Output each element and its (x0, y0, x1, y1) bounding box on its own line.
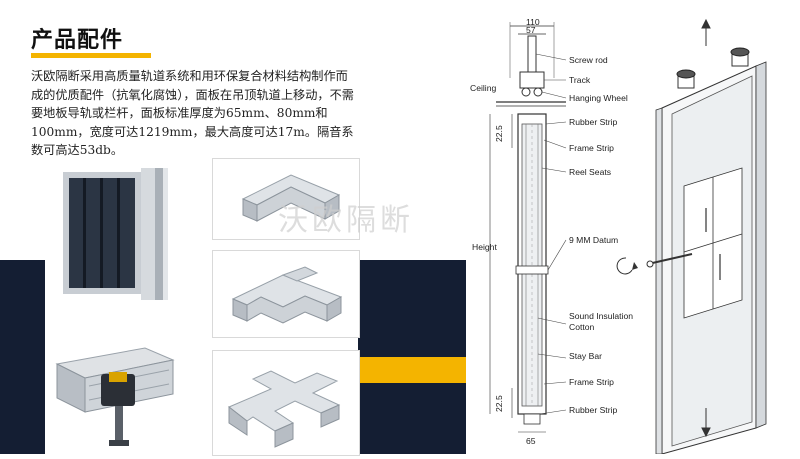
photo-tee-connector (212, 250, 360, 338)
track (519, 71, 545, 89)
photo-cross-connector (212, 350, 360, 456)
dim-bottom-value: 65 (526, 436, 536, 446)
track-hanger-illustration (55, 347, 175, 446)
title-underline (31, 53, 151, 58)
dim-inner-value: 57 (526, 25, 536, 35)
top-hangers (676, 47, 750, 89)
screw-rod (527, 35, 537, 73)
label-stay-bar: Stay Bar (569, 351, 602, 361)
technical-diagram: 110 57 22.5 22.5 65 Ceiling Height (466, 17, 800, 455)
label-frame-strip-top: Frame Strip (569, 143, 614, 153)
label-rubber-strip-bottom: Rubber Strip (569, 405, 617, 415)
photo-corner-connector (212, 158, 360, 240)
label-track: Track (569, 75, 591, 85)
hanging-wheel-right (533, 87, 543, 97)
cross-connector-illustration (228, 370, 341, 448)
photo-track-hanger (45, 312, 185, 454)
dim-side-bottom-value: 22.5 (494, 395, 504, 412)
panel-frame-illustration (63, 168, 168, 300)
photo-panel-frame (45, 160, 185, 310)
label-ceiling: Ceiling (470, 83, 496, 93)
dim-top-value: 110 (526, 18, 540, 27)
hanging-wheel-left (521, 87, 531, 97)
label-sound-insulation: Sound Insulation (569, 311, 633, 321)
rotate-arrow-icon (616, 257, 633, 275)
label-screw-rod: Screw rod (569, 55, 608, 65)
label-datum: 9 MM Datum (569, 235, 618, 245)
dim-side-top-value: 22.5 (494, 125, 504, 142)
label-hanging-wheel: Hanging Wheel (569, 93, 628, 103)
tee-connector-illustration (231, 266, 343, 324)
product-description: 沃欧隔断采用高质量轨道系统和用环保复合材料结构制作而成的优质配件（抗氧化腐蚀），… (31, 69, 354, 158)
partition-section-drawing: 110 57 22.5 22.5 65 Ceiling Height (470, 17, 767, 455)
corner-connector-illustration (241, 174, 341, 222)
motion-arrows (701, 18, 711, 438)
navy-band-left (0, 260, 45, 454)
label-cotton: Cotton (569, 322, 595, 332)
label-reel-seats: Reel Seats (569, 167, 611, 177)
label-frame-strip-bottom: Frame Strip (569, 377, 614, 387)
page-title: 产品配件 (31, 28, 124, 53)
gold-accent-bar (358, 357, 466, 383)
panel-handle (647, 253, 693, 265)
watermark-text: 沃欧隔断 (278, 203, 414, 238)
label-rubber-strip-top: Rubber Strip (569, 117, 617, 127)
panel-3d-view (646, 61, 767, 455)
datum-band (515, 265, 549, 275)
label-height: Height (472, 242, 497, 252)
